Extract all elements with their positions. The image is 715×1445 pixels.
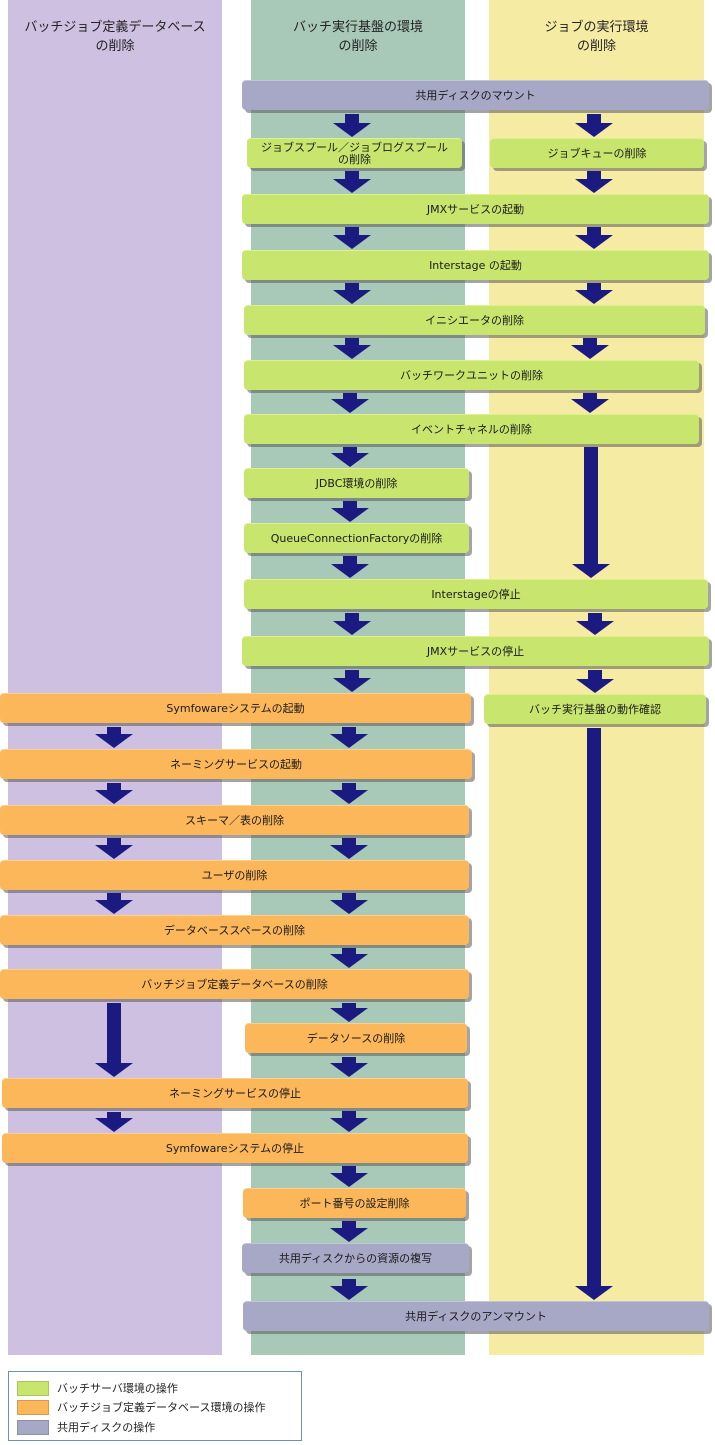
flow-arrow (572, 447, 610, 578)
flow-arrow (333, 283, 371, 304)
flow-arrow (95, 1112, 133, 1132)
step-delete-user: ユーザの削除 (0, 860, 469, 890)
flow-arrow (95, 783, 133, 804)
flow-arrow (330, 1003, 368, 1022)
flow-arrow (331, 556, 369, 578)
flow-arrow (333, 670, 371, 692)
flow-arrow (576, 670, 614, 693)
flow-arrow (330, 838, 368, 859)
step-delete-work-unit: バッチワークユニットの削除 (244, 360, 699, 390)
flow-arrow (333, 227, 371, 249)
flow-arrow (95, 893, 133, 914)
legend-label-batch-db: バッチジョブ定義データベース環境の操作 (57, 1401, 266, 1414)
step-delete-initiator: イニシエータの削除 (244, 305, 705, 335)
flow-arrow (575, 283, 613, 304)
step-delete-job-queue: ジョブキューの削除 (490, 138, 704, 168)
flow-arrow (330, 1111, 368, 1132)
flow-arrow (331, 447, 369, 467)
flow-arrow (95, 838, 133, 859)
flow-arrow (333, 338, 371, 359)
step-copy-from-shared-disk: 共用ディスクからの資源の複写 (242, 1243, 469, 1273)
flow-arrow (95, 727, 133, 748)
legend-label-shared-disk: 共用ディスクの操作 (57, 1421, 156, 1434)
step-start-interstage: Interstage の起動 (242, 250, 709, 280)
step-delete-qcf: QueueConnectionFactoryの削除 (244, 523, 469, 553)
legend-swatch-orange (17, 1399, 49, 1415)
step-delete-event-channel: イベントチャネルの削除 (244, 414, 699, 444)
step-delete-data-source: データソースの削除 (245, 1023, 467, 1053)
legend-item-batch-server: バッチサーバ環境の操作 (17, 1380, 178, 1396)
lane-title-batch-platform: バッチ実行基盤の環境 の削除 (292, 20, 423, 54)
flow-arrow (330, 727, 368, 748)
flow-arrow (571, 393, 609, 413)
step-stop-interstage: Interstageの停止 (244, 579, 708, 609)
flow-arrow (330, 1057, 368, 1077)
lane-title-job-db: バッチジョブ定義データベース の削除 (24, 20, 206, 54)
flow-arrow (333, 613, 371, 635)
step-delete-job-db: バッチジョブ定義データベースの削除 (0, 969, 469, 999)
legend-label-batch-server: バッチサーバ環境の操作 (57, 1382, 178, 1395)
legend-swatch-green (17, 1380, 49, 1396)
legend-item-shared-disk: 共用ディスクの操作 (17, 1419, 155, 1435)
flow-arrow (330, 1279, 368, 1300)
step-unmount-shared-disk: 共用ディスクのアンマウント (243, 1301, 709, 1331)
flow-arrow (333, 114, 371, 137)
step-start-symfoware: Symfowareシステムの起動 (0, 693, 471, 723)
flow-arrow (576, 613, 614, 635)
step-verify-batch-platform: バッチ実行基盤の動作確認 (484, 694, 706, 724)
flow-arrow (575, 114, 613, 137)
flow-arrow (330, 783, 368, 804)
lane-title-job-runtime: ジョブの実行環境 の削除 (544, 20, 649, 54)
step-mount-shared-disk: 共用ディスクのマウント (242, 80, 709, 110)
flow-arrows (95, 114, 614, 1300)
flow-arrow (330, 1166, 368, 1187)
flow-arrow (575, 227, 613, 249)
flow-arrow (330, 1221, 368, 1242)
step-stop-naming-service: ネーミングサービスの停止 (2, 1078, 468, 1108)
step-delete-jdbc: JDBC環境の削除 (244, 468, 469, 498)
flow-arrow (575, 171, 613, 193)
flow-arrow (571, 338, 609, 359)
step-delete-db-space: データベーススペースの削除 (0, 915, 469, 945)
step-start-naming-service: ネーミングサービスの起動 (0, 749, 472, 779)
legend-item-batch-db: バッチジョブ定義データベース環境の操作 (17, 1399, 265, 1415)
flow-arrow (331, 393, 369, 413)
step-start-jmx: JMXサービスの起動 (242, 194, 709, 224)
step-delete-job-spool: ジョブスプール／ジョブログスプール の削除 (247, 138, 462, 168)
flow-arrow (95, 1003, 133, 1077)
step-delete-schema-table: スキーマ／表の削除 (0, 805, 469, 835)
flow-arrow (333, 171, 371, 193)
flow-arrow (330, 893, 368, 914)
step-delete-port-setting: ポート番号の設定削除 (243, 1188, 466, 1218)
legend: バッチサーバ環境の操作 バッチジョブ定義データベース環境の操作 共用ディスクの操… (8, 1371, 302, 1441)
step-stop-jmx: JMXサービスの停止 (242, 636, 709, 666)
flow-arrow (331, 501, 369, 522)
step-stop-symfoware: Symfowareシステムの停止 (2, 1133, 468, 1163)
legend-swatch-purple (17, 1419, 49, 1435)
flow-arrow (330, 948, 368, 968)
flow-arrow (575, 728, 613, 1300)
